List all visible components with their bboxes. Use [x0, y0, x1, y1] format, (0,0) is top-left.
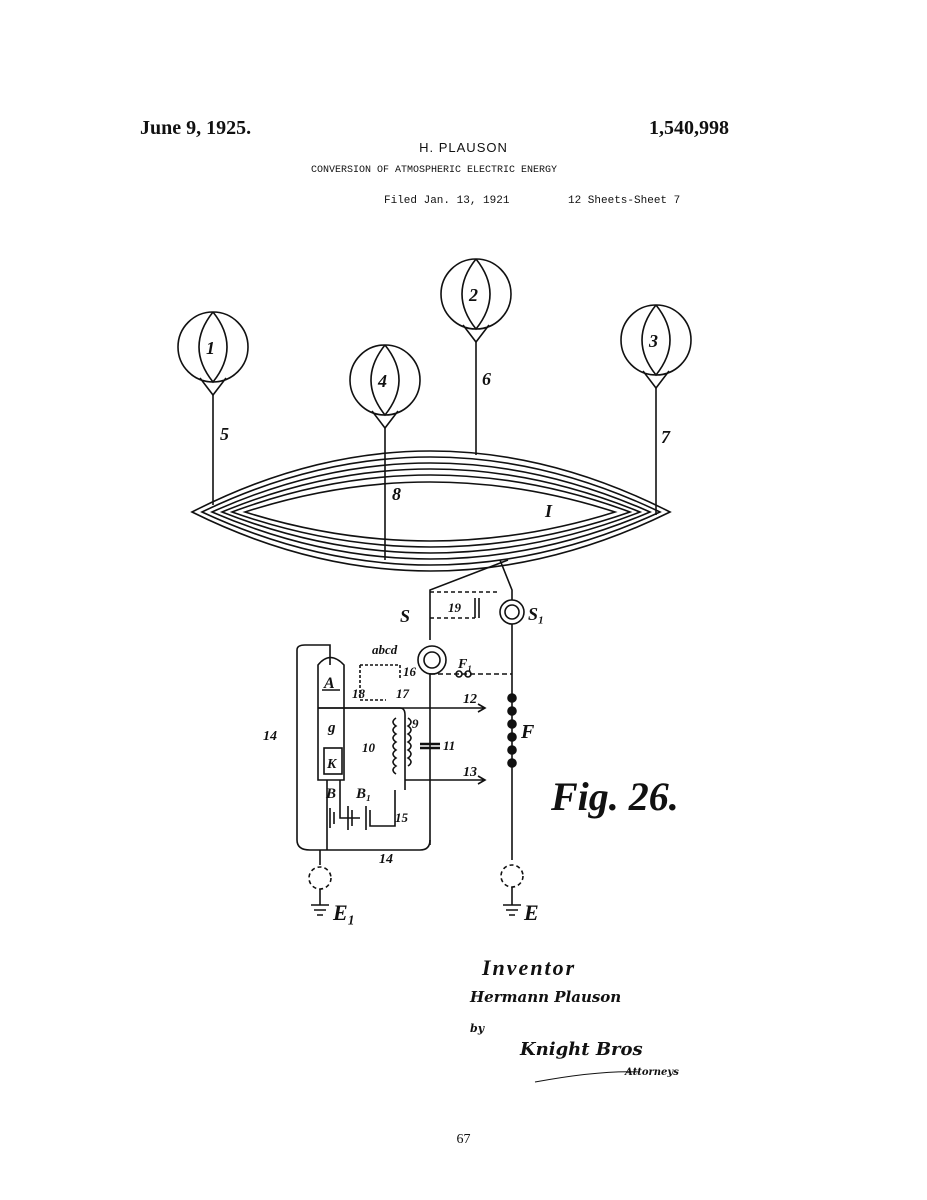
label-11: 11 [443, 738, 455, 753]
signature-block: Inventor Hermann Plauson by Knight Bros … [469, 955, 679, 1078]
collector-coil [190, 450, 672, 640]
figure-caption: Fig. 26. [550, 774, 679, 819]
patent-number: 1,540,998 [649, 117, 729, 139]
label-A: A [323, 675, 335, 692]
label-E1: E₁ [332, 900, 355, 925]
sheet-number: 12 Sheets-Sheet 7 [568, 195, 681, 207]
label-B1: B₁ [355, 786, 371, 802]
label-16: 16 [403, 664, 417, 679]
label-K: K [326, 757, 338, 772]
label-8: 8 [392, 484, 401, 504]
by-label: by [470, 1022, 486, 1035]
attorney-signature: Knight Bros [519, 1039, 643, 1060]
label-10: 10 [362, 740, 376, 755]
attorney-role: Attorneys [624, 1067, 679, 1078]
label-17: 17 [396, 686, 410, 701]
label-5: 5 [220, 424, 229, 444]
label-S: S [400, 606, 410, 626]
label-abcd: abcd [372, 642, 398, 657]
patent-date: June 9, 1925. [140, 117, 252, 139]
patent-title: CONVERSION OF ATMOSPHERIC ELECTRIC ENERG… [311, 165, 558, 176]
inventor-name: H. PLAUSON [419, 140, 508, 155]
label-F1: F₁ [457, 657, 472, 672]
label-7: 7 [661, 427, 671, 447]
label-balloon-3: 3 [648, 331, 658, 351]
inventor-signature: Hermann Plauson [469, 988, 621, 1006]
page-number: 67 [456, 1132, 471, 1147]
balloon-1 [177, 311, 249, 397]
label-balloon-4: 4 [377, 371, 387, 391]
label-S1: S₁ [528, 604, 544, 624]
label-I: I [544, 501, 553, 521]
label-13: 13 [463, 765, 477, 780]
label-12: 12 [463, 692, 477, 707]
label-balloon-2: 2 [468, 285, 478, 305]
label-g: g [327, 720, 336, 736]
choke-beads [507, 693, 517, 768]
label-14-bottom: 14 [379, 852, 393, 867]
circuit [296, 591, 525, 865]
tether-lines [212, 342, 657, 560]
signature-underline [534, 1071, 641, 1083]
label-B: B [325, 786, 336, 802]
inventor-heading: Inventor [481, 955, 576, 980]
label-balloon-1: 1 [206, 338, 215, 358]
label-14-left: 14 [263, 729, 277, 744]
ground-symbols [308, 864, 524, 916]
label-19: 19 [448, 600, 462, 615]
label-18: 18 [352, 686, 366, 701]
label-F: F [520, 721, 535, 743]
filed-date: Filed Jan. 13, 1921 [384, 195, 510, 207]
figure-labels: 1 2 3 4 5 6 7 8 I S S₁ 19 F₁ abcd 16 17 … [206, 285, 679, 925]
label-15: 15 [395, 810, 409, 825]
label-6: 6 [482, 369, 491, 389]
label-9: 9 [412, 716, 419, 731]
label-E: E [523, 900, 539, 925]
